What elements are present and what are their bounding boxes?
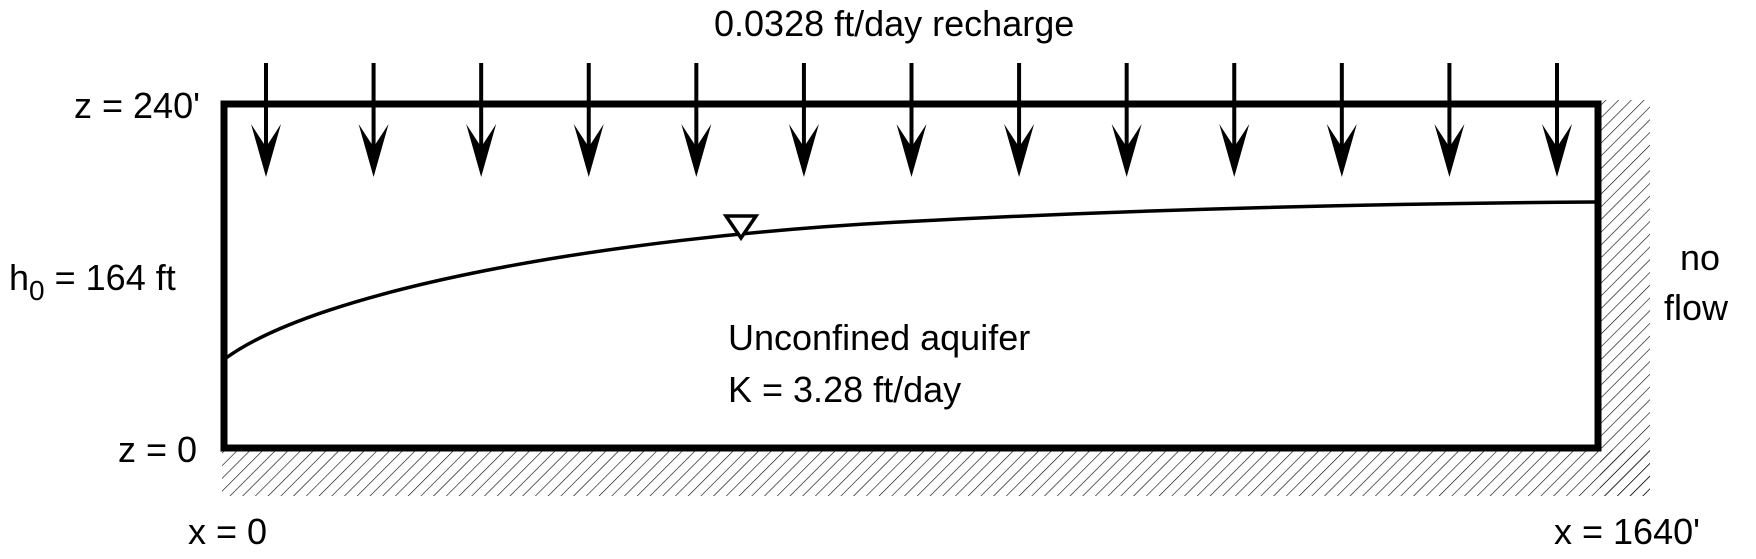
no-flow-label-line1: no	[1680, 237, 1721, 278]
bottom-elevation-label: z = 0	[118, 429, 198, 470]
recharge-arrow	[788, 63, 819, 177]
head-subscript: 0	[29, 275, 45, 306]
right-wall-hatch	[1600, 100, 1650, 496]
water-table-symbol	[722, 214, 760, 242]
aquifer-type-label: Unconfined aquifer	[728, 317, 1031, 358]
recharge-arrow	[358, 63, 389, 177]
recharge-arrows	[251, 63, 1572, 177]
recharge-arrow	[1326, 63, 1357, 177]
recharge-label: 0.0328 ft/day recharge	[714, 3, 1075, 44]
head-label: h0 = 164 ft	[9, 257, 176, 305]
recharge-arrow	[896, 63, 927, 177]
no-flow-label-line2: flow	[1664, 287, 1729, 328]
bottom-ground-hatch	[222, 450, 1650, 496]
recharge-arrow	[251, 63, 281, 177]
recharge-arrow	[466, 63, 497, 177]
head-prefix: h	[9, 257, 30, 298]
x-right-label: x = 1640'	[1554, 511, 1700, 552]
recharge-arrow	[681, 63, 712, 177]
x-left-label: x = 0	[188, 511, 268, 552]
recharge-arrow	[573, 63, 604, 177]
top-elevation-label: z = 240'	[74, 85, 200, 126]
conductivity-label: K = 3.28 ft/day	[728, 369, 962, 410]
recharge-arrow	[1434, 63, 1465, 177]
water-table-curve	[224, 200, 1597, 360]
recharge-arrow	[1219, 63, 1250, 177]
recharge-arrow	[1542, 63, 1572, 177]
head-value: = 164 ft	[54, 257, 176, 298]
recharge-arrow	[1111, 63, 1142, 177]
recharge-arrow	[1004, 63, 1035, 177]
